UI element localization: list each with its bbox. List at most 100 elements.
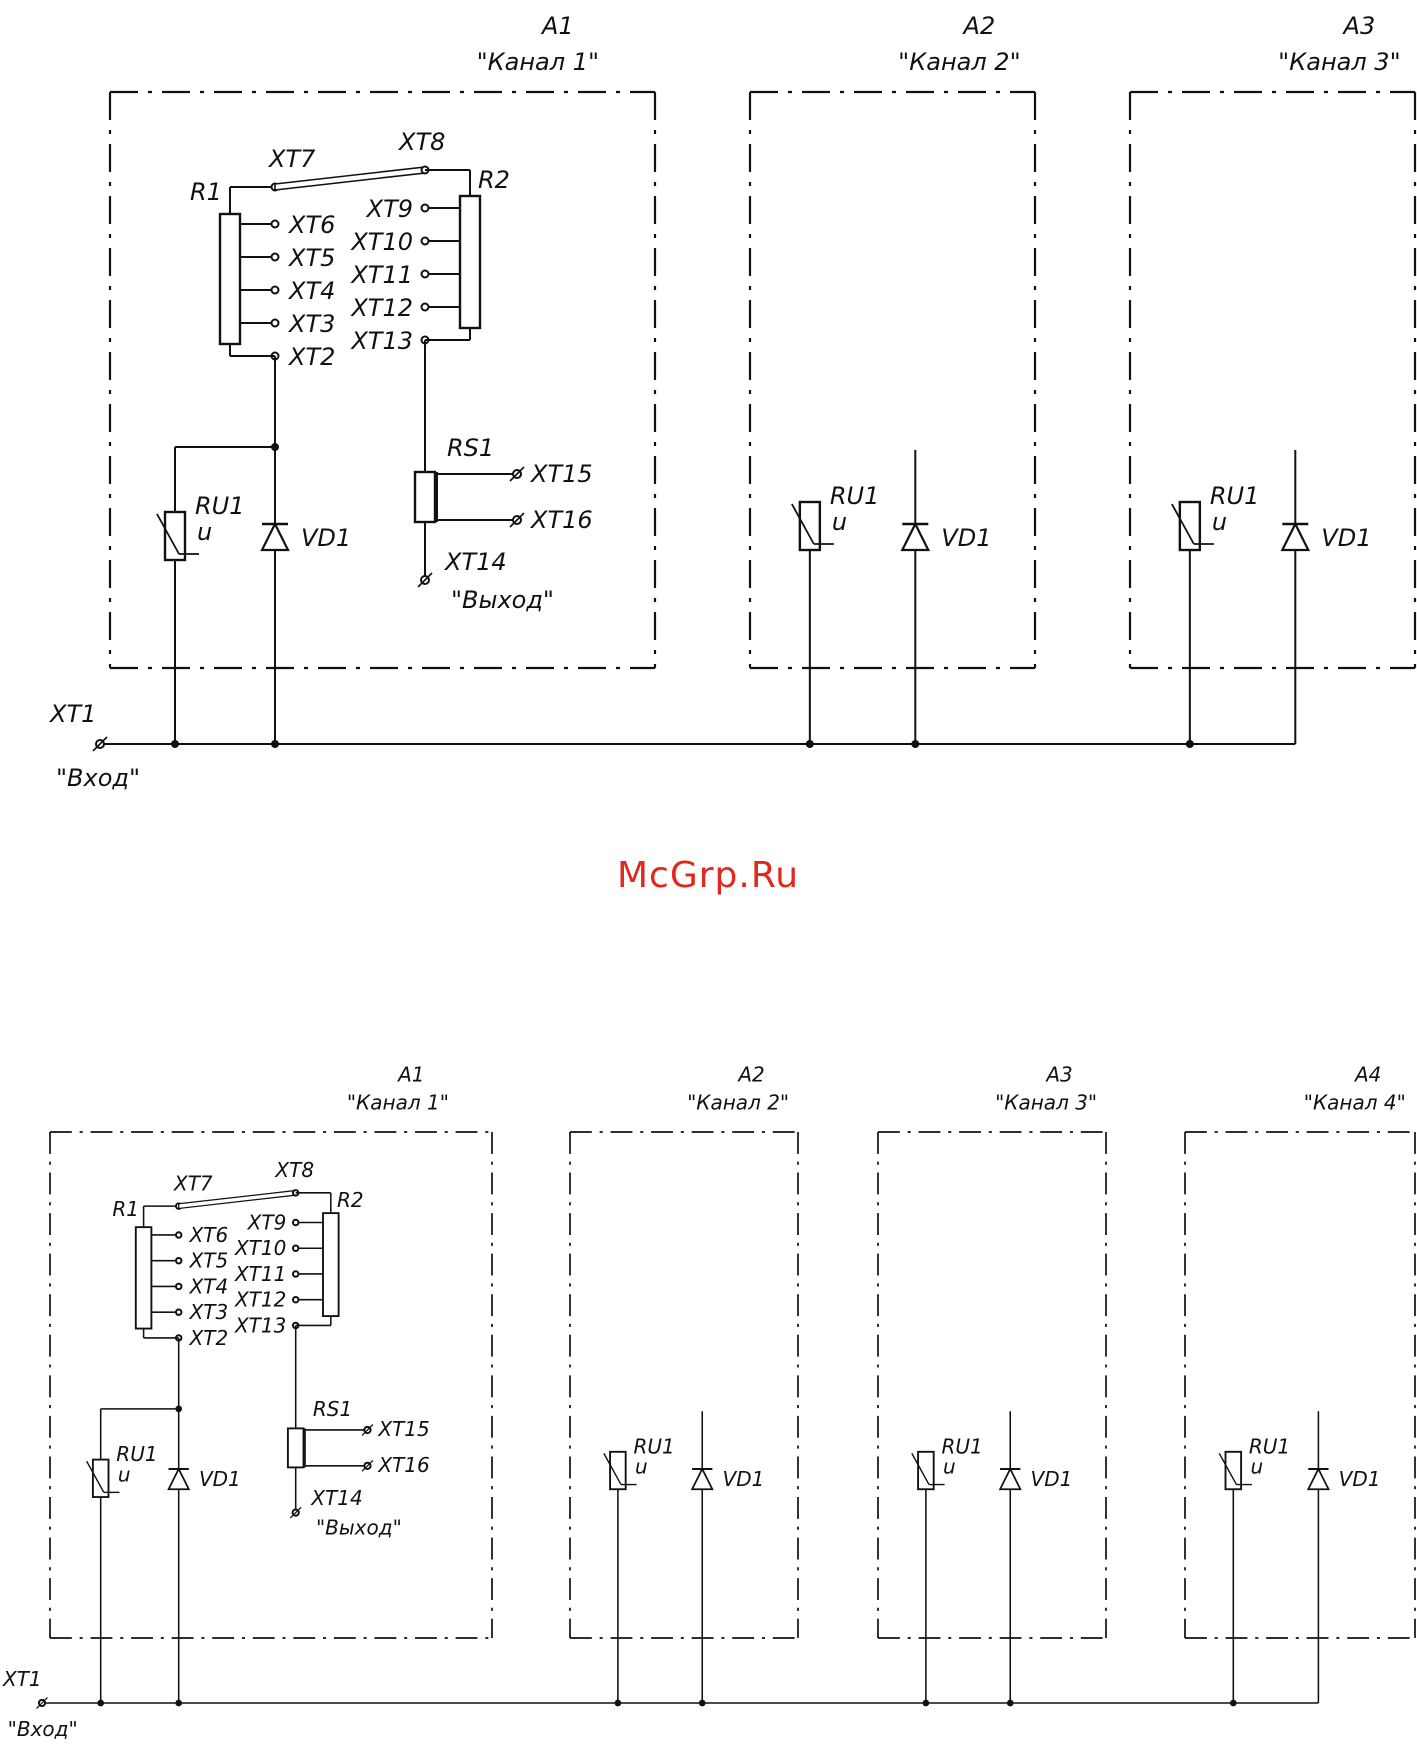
r1-tap-label: XT5 [287,244,335,272]
bus-junction [911,740,920,748]
varistor-mark: u [635,1455,648,1479]
varistor-mark: u [197,518,212,546]
terminal-xt1-slash [36,1697,48,1709]
terminal-xt6 [270,219,280,229]
bus-junction [1185,740,1194,748]
terminal-xt14-slash [289,1506,302,1519]
terminal-xt5 [270,252,280,262]
varistor-label: RU1 [830,482,880,510]
varistor-label: RU1 [941,1434,982,1458]
diode-body [998,1467,1022,1491]
terminal-xt5 [174,1256,183,1265]
r2-tap-label: XT12 [234,1288,286,1312]
xt16-label: XT16 [529,506,593,534]
terminal-xt9 [420,203,430,213]
varistor-diagonal [1171,503,1195,545]
bus-junction [271,740,279,748]
channel-ref: A1 [396,1062,424,1086]
diode-label: VD1 [723,1467,765,1491]
r2-tap-label: XT12 [349,294,413,322]
r1-tap-label: XT2 [287,343,335,371]
terminal-xt11 [420,269,430,279]
varistor-body [609,1450,627,1491]
varistor-diagonal [911,1453,930,1485]
bus-junction [698,1699,706,1707]
channel-name: "Канал 2" [898,48,1020,76]
varistor-label: RU1 [195,492,245,520]
r1-tap-label: XT5 [189,1249,229,1273]
xt7-label: XT7 [267,145,316,173]
varistor-label: RU1 [1210,482,1260,510]
terminal-xt12 [291,1295,300,1304]
terminal-xt16-slash [361,1459,374,1472]
r1-tap-label: XT6 [287,211,335,239]
resistor-r2 [322,1212,340,1318]
varistor-diagonal [603,1453,622,1485]
output-name: "Выход" [451,586,554,614]
diode-body [690,1467,714,1491]
diode-body [1306,1467,1330,1491]
r1-tap-label: XT4 [189,1274,229,1298]
xt1-label: XT1 [2,1667,42,1691]
relay-rs1-coil [286,1427,305,1469]
channel-name: "Канал 4" [1304,1090,1406,1114]
r1-tap-label: XT2 [189,1326,229,1350]
bus-junction [922,1699,930,1707]
diode-label: VD1 [1321,524,1371,552]
channel-name: "Канал 3" [1278,48,1400,76]
terminal-xt6 [174,1231,183,1239]
diode-label: VD1 [1339,1467,1381,1491]
channel-name: "Канал 2" [687,1090,789,1114]
channel-ref: A3 [1342,12,1376,40]
channel-ref: A2 [736,1062,764,1086]
input-name: "Вход" [56,764,140,792]
xt16-label: XT16 [377,1453,429,1477]
channel-ref: A2 [962,12,996,40]
r2-tap-label: XT10 [349,228,413,256]
r2-label: R2 [337,1188,364,1212]
rs1-label: RS1 [447,434,494,462]
varistor-mark: u [943,1455,956,1479]
varistor-body [163,510,187,562]
channel-ref: A3 [1044,1062,1072,1086]
varistor-mark: u [1250,1455,1263,1479]
r1-tap-label: XT3 [287,310,335,338]
bus-junction [175,1699,183,1707]
varistor-body [1224,1450,1243,1491]
varistor-mark: u [118,1462,131,1486]
terminal-xt12 [420,302,430,312]
channel-ref: A1 [540,12,574,40]
xt8-label: XT8 [274,1158,314,1182]
r2-tap-label: XT10 [234,1236,286,1260]
diode-label: VD1 [941,524,991,552]
xt1-label: XT1 [48,700,96,728]
varistor-body [917,1450,935,1491]
diode-label: VD1 [1031,1467,1073,1491]
varistor-diagonal [1218,1453,1238,1485]
bus-junction [97,1699,105,1707]
varistor-diagonal [791,503,815,545]
terminal-xt15-slash [509,466,525,482]
r1-tap-label: XT6 [189,1223,229,1247]
bus-junction [805,740,814,748]
terminal-xt10 [420,236,430,246]
diode-label: VD1 [199,1467,241,1491]
bus-junction [614,1699,622,1707]
diode-body [1280,521,1311,552]
terminal-xt15-slash [361,1424,374,1436]
input-name: "Вход" [8,1717,78,1741]
varistor-diagonal [86,1460,105,1493]
varistor-label: RU1 [1249,1434,1290,1458]
r1-label: R1 [190,178,222,206]
xt15-label: XT15 [529,460,593,488]
terminal-xt3 [174,1308,183,1316]
terminal-xt16-slash [509,512,525,528]
varistor-body [1178,500,1202,552]
diode-label: VD1 [301,524,351,552]
output-name: "Выход" [316,1515,402,1539]
diode-body [260,521,290,552]
terminal-xt4 [174,1282,183,1291]
resistor-r1 [134,1226,153,1330]
diode-body [167,1467,191,1491]
varistor-label: RU1 [633,1434,674,1458]
